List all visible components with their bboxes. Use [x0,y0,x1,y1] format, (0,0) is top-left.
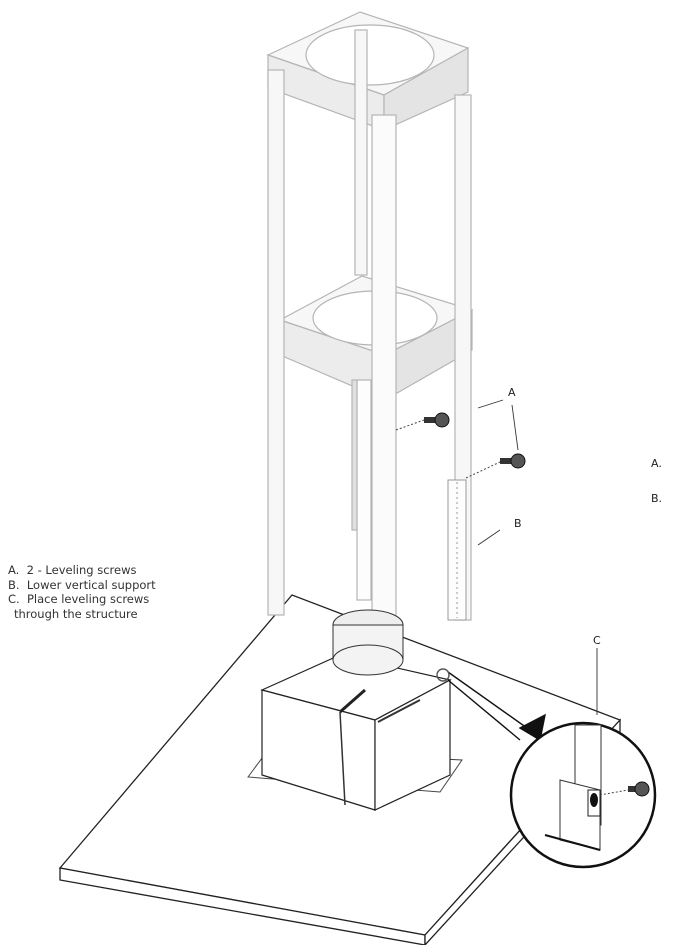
leveling-screw-2 [465,453,526,479]
callout-right-a: A. [651,457,662,470]
detail-magnifier [509,721,657,869]
callout-c: C [593,634,601,647]
support-frame [266,11,474,656]
callout-leaders [477,399,598,715]
legend-item-a: A. 2 - Leveling screws [8,563,137,577]
callout-a: A [508,386,516,399]
lower-vertical-support [447,479,467,621]
leveling-screw-1 [395,412,450,431]
legend: A. 2 - Leveling screws B. Lower vertical… [8,563,238,621]
legend-item-b: B. Lower vertical support [8,577,156,592]
legend-item-c: C. Place leveling screws [8,592,150,606]
callout-right-b: B. [651,492,663,505]
hood-unit [260,609,452,811]
callout-b: B [514,517,522,530]
legend-item-c-cont: through the structure [14,606,138,621]
detail-connector [436,668,546,742]
